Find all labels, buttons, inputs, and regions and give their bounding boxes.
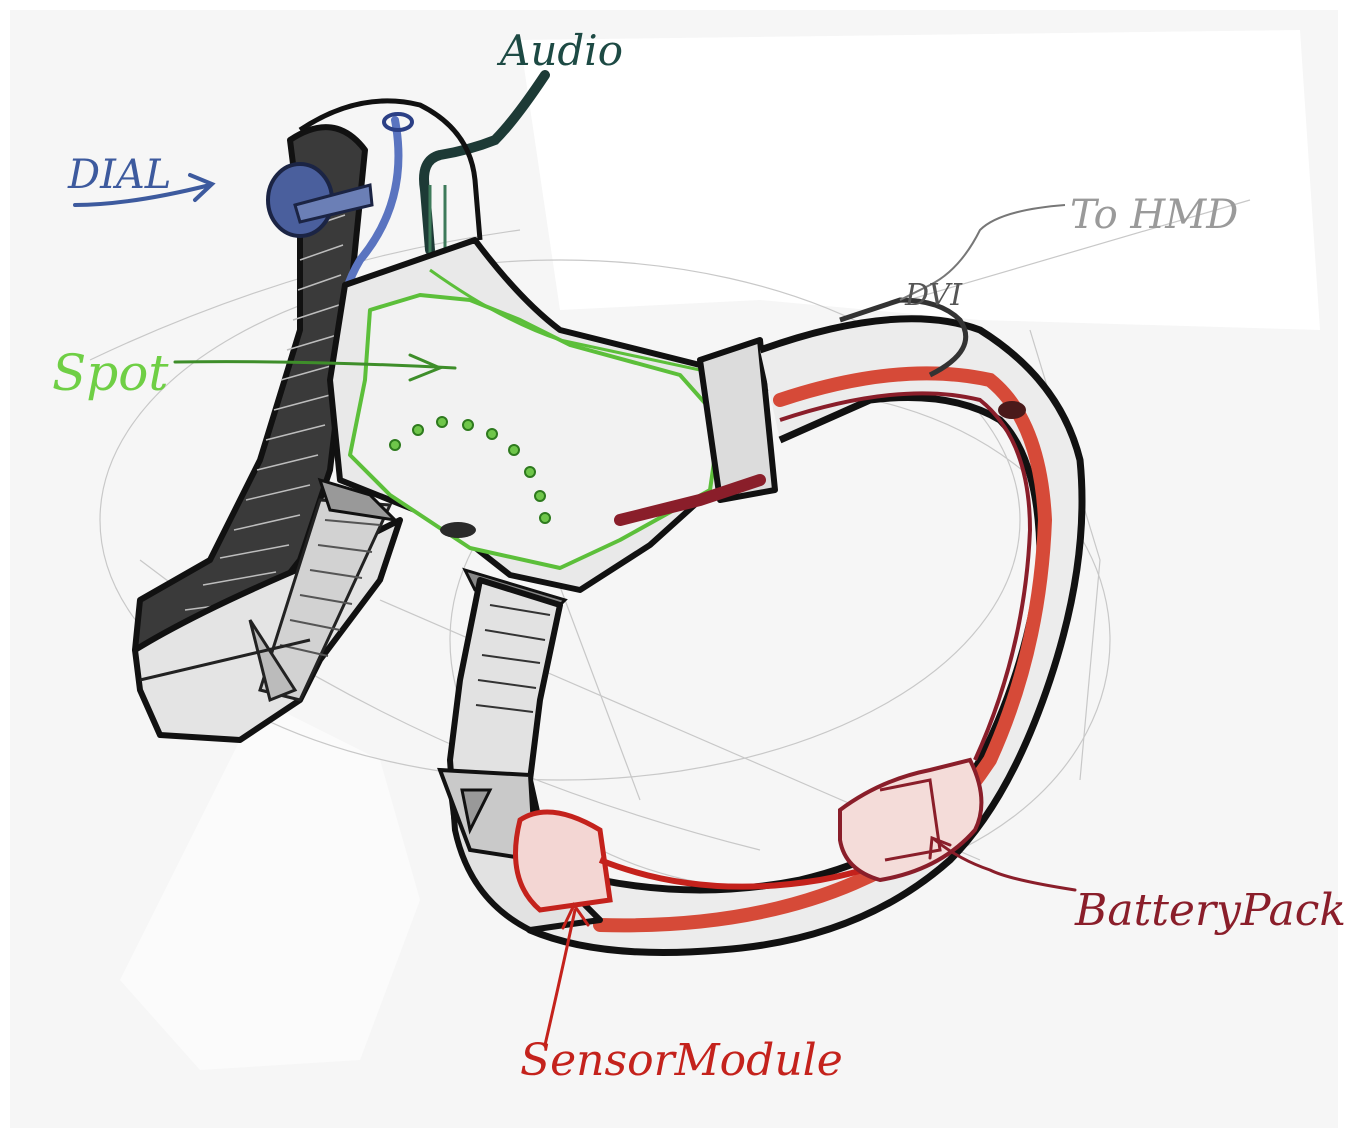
label-audio: Audio [496, 26, 623, 75]
label-dial: DIAL [67, 152, 171, 198]
label-sensor-module: SensorModule [520, 1035, 843, 1086]
label-spot: Spot [52, 344, 169, 402]
label-to-hmd: To HMD [1070, 192, 1238, 238]
label-dvi: DVI [904, 278, 963, 313]
label-battery-pack: BatteryPack [1074, 885, 1346, 936]
